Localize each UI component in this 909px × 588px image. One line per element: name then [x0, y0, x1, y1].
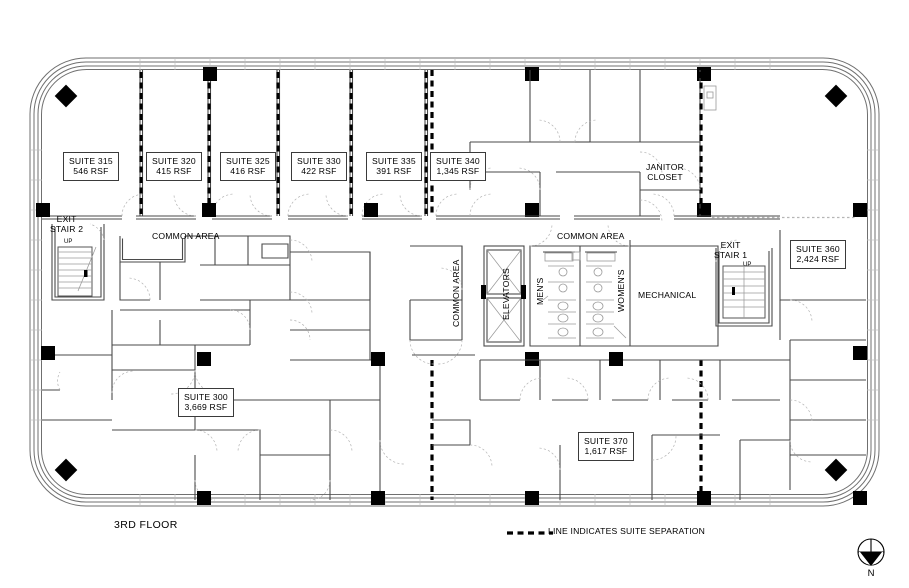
- suite-tag[interactable]: SUITE 300 3,669 RSF: [178, 388, 234, 418]
- suite-name: SUITE 360: [796, 244, 840, 254]
- suite-name: SUITE 335: [372, 156, 416, 166]
- janitor-line2: CLOSET: [647, 172, 683, 183]
- structural-columns-top: [36, 67, 867, 217]
- janitor-closet-label: JANITOR CLOSET: [646, 162, 684, 183]
- left-door-swings: [57, 239, 405, 501]
- janitor-line1: JANITOR: [646, 162, 685, 172]
- suite-name: SUITE 325: [226, 156, 270, 166]
- suite-tag[interactable]: SUITE 335 391 RSF: [366, 152, 422, 182]
- stair-label: STAIR 1: [714, 250, 748, 261]
- exit-stair-2-label: EXIT STAIR 2: [50, 214, 83, 235]
- womens-restroom-label: WOMEN'S: [616, 269, 626, 312]
- core-columns: [525, 352, 711, 505]
- suite-name: SUITE 370: [584, 436, 628, 446]
- north-label: N: [867, 568, 875, 579]
- exterior-wall: [29, 57, 880, 507]
- suite-tag[interactable]: SUITE 340 1,345 RSF: [430, 152, 486, 182]
- exit-stair-2: [51, 223, 105, 301]
- suite-area: 422 RSF: [301, 166, 337, 177]
- suite-area: 1,617 RSF: [584, 446, 628, 457]
- suite-area: 546 RSF: [73, 166, 109, 177]
- suite-door-swings: [121, 193, 459, 217]
- exit-stair-1-label: EXIT STAIR 1: [714, 240, 747, 261]
- common-area-right-label: COMMON AREA: [557, 231, 625, 241]
- exit-label: EXIT: [56, 214, 77, 224]
- exit-label: EXIT: [720, 240, 741, 250]
- suite-area: 415 RSF: [156, 166, 192, 177]
- restroom-block: [529, 245, 631, 347]
- suite-area: 2,424 RSF: [796, 254, 840, 265]
- core-door-swings: [409, 193, 675, 365]
- mens-restroom-label: MEN'S: [535, 277, 545, 305]
- suite-name: SUITE 315: [69, 156, 113, 166]
- suite-tag[interactable]: SUITE 320 415 RSF: [146, 152, 202, 182]
- legend-label: LINE INDICATES SUITE SEPARATION: [548, 526, 706, 536]
- suite-tag[interactable]: SUITE 370 1,617 RSF: [578, 432, 634, 462]
- suite-tag[interactable]: SUITE 315 546 RSF: [63, 152, 119, 182]
- elevators-label: ELEVATORS: [501, 268, 511, 320]
- suite-tag[interactable]: SUITE 360 2,424 RSF: [790, 240, 846, 270]
- mechanical-room: [629, 240, 719, 347]
- north-arrow-icon: [857, 538, 885, 566]
- suite-tag[interactable]: SUITE 330 422 RSF: [291, 152, 347, 182]
- suite-tag[interactable]: SUITE 325 416 RSF: [220, 152, 276, 182]
- left-interior-partitions: [42, 235, 381, 500]
- suite-area: 391 RSF: [376, 166, 412, 177]
- common-area-left-label: COMMON AREA: [152, 231, 220, 241]
- mens-fixtures: [542, 265, 576, 339]
- right-wing: [432, 70, 867, 505]
- common-area-vertical-label: COMMON AREA: [451, 259, 461, 327]
- legend-dash-sample: [507, 531, 553, 535]
- building-core: [409, 70, 780, 505]
- structural-columns-left: [41, 346, 385, 505]
- stair-1-up-label: UP: [743, 262, 752, 268]
- suite-name: SUITE 330: [297, 156, 341, 166]
- suite-demising-walls: [139, 70, 429, 216]
- suite-name: SUITE 320: [152, 156, 196, 166]
- corner-columns: [54, 84, 848, 482]
- suite-name: SUITE 340: [436, 156, 480, 166]
- right-door-swings: [469, 119, 813, 471]
- suite-name: SUITE 300: [184, 392, 228, 402]
- curtainwall-mullions: [30, 58, 879, 506]
- floor-title: 3RD FLOOR: [114, 519, 178, 531]
- suite-area: 3,669 RSF: [184, 402, 228, 413]
- elevator-bank: [481, 245, 526, 347]
- structural-columns-right: [609, 346, 867, 505]
- left-corridor-walls: [42, 215, 470, 220]
- suite-separation-dashed: [139, 72, 428, 214]
- stair-label: STAIR 2: [50, 224, 84, 235]
- mechanical-label: MECHANICAL: [638, 290, 697, 300]
- stair-2-up-label: UP: [64, 239, 73, 245]
- womens-fixtures: [586, 265, 627, 339]
- exit-stair-1: [715, 239, 773, 327]
- suite-area: 416 RSF: [230, 166, 266, 177]
- suite-area: 1,345 RSF: [436, 166, 480, 177]
